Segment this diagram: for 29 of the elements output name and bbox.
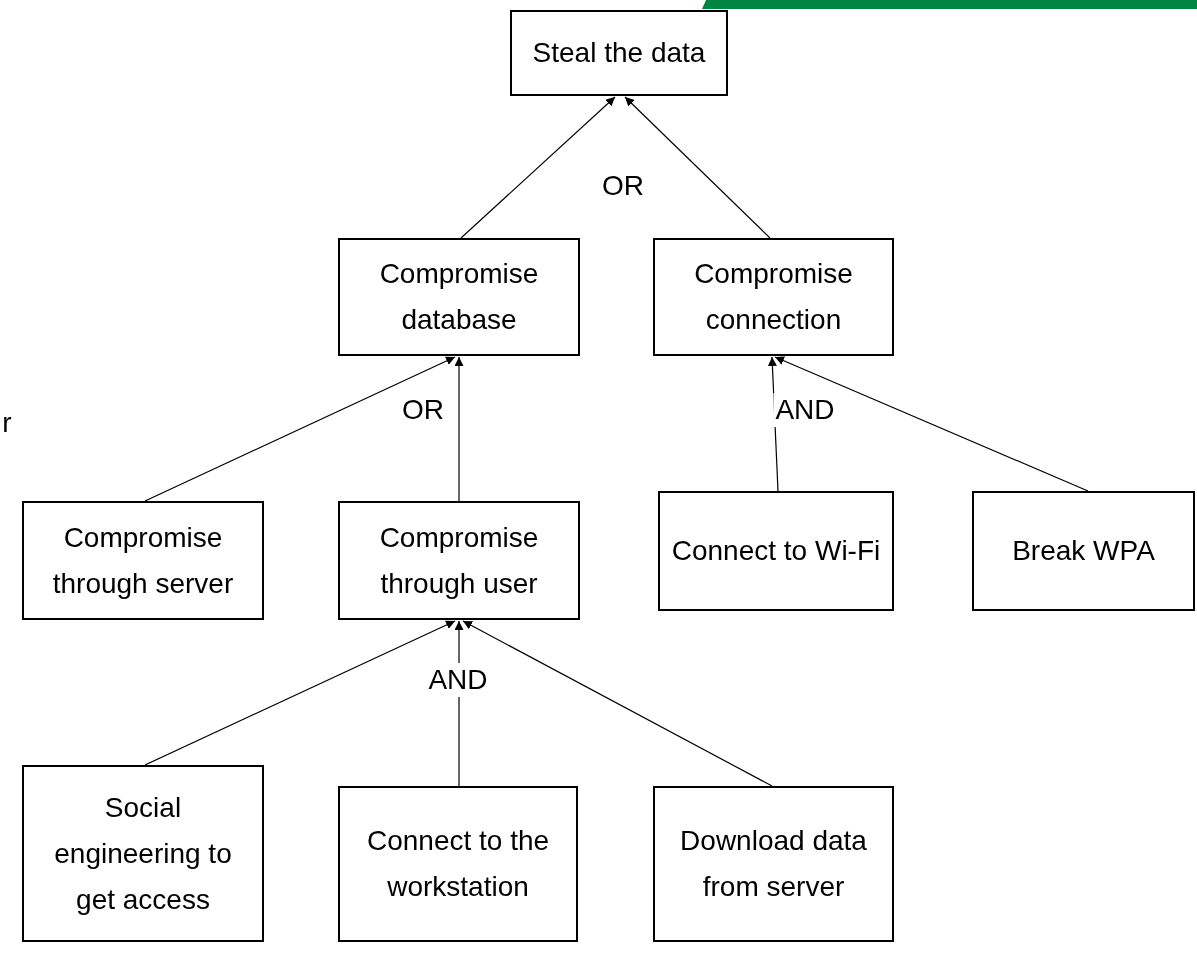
arrow — [462, 620, 773, 787]
tree-node-box — [972, 491, 1195, 611]
tree-node-box — [653, 786, 894, 942]
arrow — [144, 356, 456, 502]
tree-node-box — [658, 491, 894, 611]
node-label: Compromise database — [378, 257, 540, 337]
arrow — [774, 356, 1089, 492]
node-label: Connect to Wi-Fi — [671, 534, 881, 568]
tree-node-box — [338, 786, 578, 942]
node-label: Compromise connection — [693, 257, 854, 337]
tree-node-box — [510, 10, 728, 96]
node-label: Steal the data — [532, 36, 706, 70]
arrow — [460, 96, 616, 239]
node-label: Social engineering to get access — [53, 790, 233, 917]
arrow — [454, 356, 464, 502]
tree-node-box — [22, 501, 264, 620]
node-label: Compromise through user — [378, 520, 540, 601]
arrow — [624, 96, 771, 239]
tree-node-box — [338, 501, 580, 620]
node-label: Break WPA — [1012, 534, 1155, 568]
node-label: Compromise through server — [51, 520, 235, 601]
gate-label: AND — [773, 393, 837, 427]
gate-label: AND — [426, 663, 490, 697]
tree-node-box — [338, 238, 580, 356]
arrow — [144, 620, 456, 766]
tree-node-box — [653, 238, 894, 356]
node-label: Connect to the workstation — [365, 824, 551, 904]
node-label: Download data from server — [679, 824, 868, 904]
tree-node-box — [22, 765, 264, 942]
